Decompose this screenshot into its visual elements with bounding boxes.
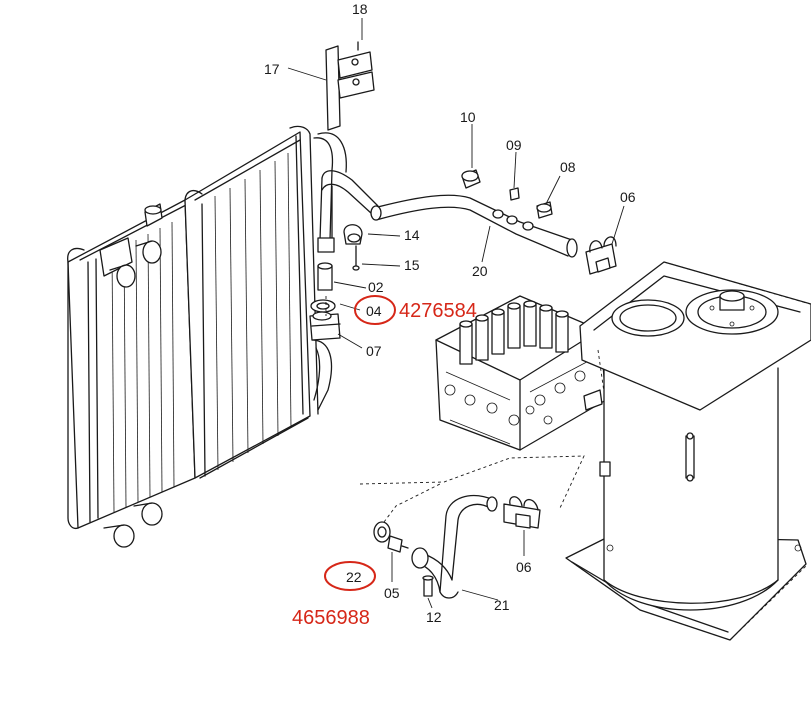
callout-06-upper: 06 [620,189,636,205]
callout-leaders [287,18,625,609]
part-number-upper: 4276584 [399,300,477,322]
fitting-09 [509,187,520,201]
callout-02: 02 [368,279,384,295]
callout-22: 22 [346,569,362,585]
callout-10: 10 [460,109,476,125]
highlight-ring-04 [354,295,396,325]
suction-hose-21 [411,495,498,599]
adapter-02 [317,262,333,291]
callout-06-lower: 06 [516,559,532,575]
hose-clamp-07 [309,311,341,341]
callout-09: 09 [506,137,522,153]
fitting-05 [387,535,409,553]
highlight-ring-22 [324,561,376,591]
callout-05: 05 [384,585,400,601]
hydraulic-tank [565,261,811,641]
mounting-bracket [325,41,375,131]
oil-cooler-radiator [67,125,347,548]
callout-21: 21 [494,597,510,613]
hose-clamp-06-upper [585,236,617,275]
fitting-08 [536,201,553,219]
callout-07: 07 [366,343,382,359]
control-valve-block [435,295,615,451]
callout-17: 17 [264,61,280,77]
hose-clamp-06-lower [503,496,541,529]
callout-04: 04 [366,303,382,319]
bolt-12 [422,575,434,597]
callout-08: 08 [560,159,576,175]
part-number-lower: 4656988 [292,607,370,629]
callout-15: 15 [404,257,420,273]
fitting-plug-10 [461,169,481,189]
return-hose-20 [317,170,578,271]
seal-ring-04 [310,299,336,313]
callout-18: 18 [352,1,368,17]
connection-guide-lines [325,296,605,523]
o-ring-22 [373,521,391,543]
callout-14: 14 [404,227,420,243]
callout-12: 12 [426,609,442,625]
callout-20: 20 [472,263,488,279]
